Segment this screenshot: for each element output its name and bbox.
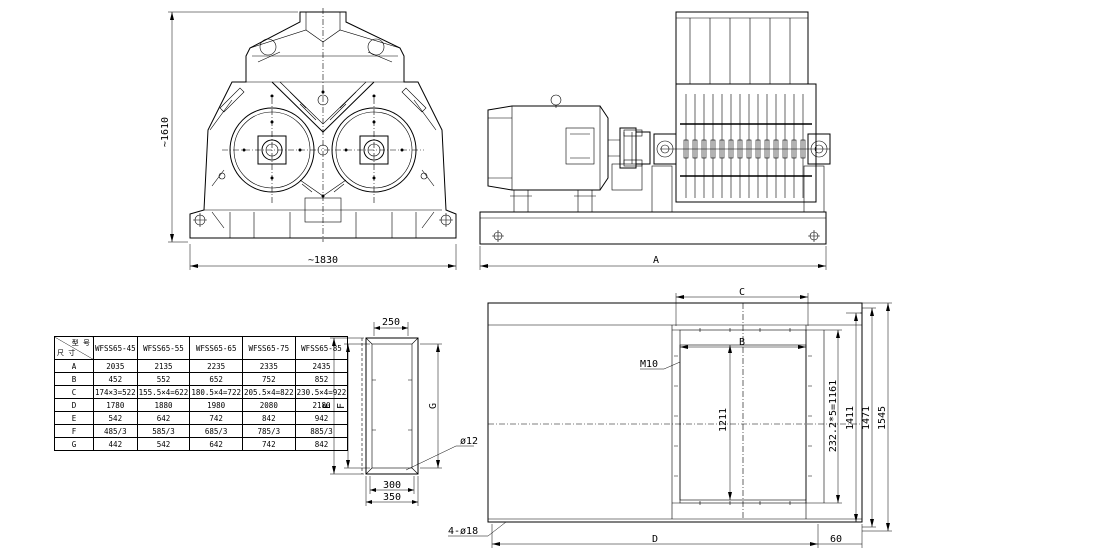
table-cell: 542 bbox=[136, 437, 191, 451]
dimension-spec-table: 型 号 尺 寸 WFSS65-45 WFSS65-55 WFSS65-65 WF… bbox=[54, 336, 349, 451]
model-header: WFSS65-65 bbox=[189, 336, 243, 360]
table-cell: 1980 bbox=[189, 398, 243, 412]
frame-top-width: 250 bbox=[382, 317, 400, 328]
row-label: A bbox=[54, 359, 94, 373]
hammer-plate bbox=[782, 139, 788, 159]
table-cell: 685/3 bbox=[189, 424, 243, 438]
length-dimension-label: A bbox=[653, 255, 659, 266]
table-cell: 452 bbox=[93, 372, 138, 386]
frame-hole-label: ø12 bbox=[460, 436, 478, 447]
model-header: WFSS65-55 bbox=[136, 336, 191, 360]
model-header: WFSS65-45 bbox=[93, 336, 138, 360]
hammer-plate bbox=[764, 139, 770, 159]
frame-outer-width: 350 bbox=[383, 492, 401, 503]
height-dimension-label: ~1610 bbox=[160, 117, 171, 147]
front-view: ~1610 ~1830 bbox=[160, 8, 457, 270]
hammer-plate bbox=[728, 139, 734, 159]
side-view: A bbox=[479, 11, 831, 270]
plan-edge-offset: 60 bbox=[830, 534, 842, 545]
hammer-plate bbox=[719, 139, 725, 159]
hammer-array bbox=[683, 94, 806, 198]
plan-pitch-label: 232.2*5=1161 bbox=[828, 380, 839, 452]
corner-size-label: 尺 寸 bbox=[57, 349, 76, 357]
table-cell: 2035 bbox=[93, 359, 138, 373]
table-cell: 642 bbox=[189, 437, 243, 451]
plan-dim-1545: 1545 bbox=[877, 406, 888, 430]
width-dimension-label: ~1830 bbox=[308, 255, 338, 266]
table-cell: 485/3 bbox=[93, 424, 138, 438]
table-cell: 552 bbox=[136, 372, 191, 386]
table-cell: 542 bbox=[93, 411, 138, 425]
table-cell: 842 bbox=[241, 411, 296, 425]
table-cell: 2235 bbox=[189, 359, 243, 373]
table-cell: 180.5×4=722 bbox=[189, 385, 243, 399]
table-cell: 585/3 bbox=[136, 424, 191, 438]
table-cell: 1780 bbox=[93, 398, 138, 412]
plan-dim-1471: 1471 bbox=[861, 406, 872, 430]
model-header: WFSS65-85 bbox=[294, 336, 349, 360]
table-cell: 642 bbox=[136, 411, 191, 425]
row-label: B bbox=[54, 372, 94, 386]
table-cell: 652 bbox=[189, 372, 243, 386]
hammer-plate bbox=[683, 139, 689, 159]
table-cell: 442 bbox=[93, 437, 138, 451]
model-header: WFSS65-75 bbox=[241, 336, 296, 360]
row-label: G bbox=[54, 437, 94, 451]
hammer-plate bbox=[746, 139, 752, 159]
table-cell: 230.5×4=922 bbox=[294, 385, 349, 399]
hammer-plate bbox=[692, 139, 698, 159]
table-cell: 155.5×4=622 bbox=[136, 385, 191, 399]
frame-dim-g: G bbox=[428, 403, 439, 409]
frame-inner-width: 300 bbox=[383, 480, 401, 491]
table-cell: 785/3 bbox=[241, 424, 296, 438]
plan-dim-b: B bbox=[739, 337, 745, 348]
table-cell: 752 bbox=[241, 372, 296, 386]
plan-dim-d: D bbox=[652, 534, 658, 545]
hammer-plate bbox=[737, 139, 743, 159]
table-cell: 2335 bbox=[241, 359, 296, 373]
table-cell: 842 bbox=[294, 437, 349, 451]
table-cell: 942 bbox=[294, 411, 349, 425]
plan-dim-1411: 1411 bbox=[845, 406, 856, 430]
plan-anchor-label: 4-ø18 bbox=[448, 526, 478, 537]
table-cell: 205.5×4=822 bbox=[241, 385, 296, 399]
hammer-plate bbox=[755, 139, 761, 159]
plan-view: C B M10 1211 232.2*5=1161 1411 1471 1545… bbox=[448, 287, 892, 548]
row-label: D bbox=[54, 398, 94, 412]
hammer-plate bbox=[791, 139, 797, 159]
row-label: E bbox=[54, 411, 94, 425]
hammer-plate bbox=[710, 139, 716, 159]
hammer-plate bbox=[773, 139, 779, 159]
row-label: F bbox=[54, 424, 94, 438]
table-cell: 885/3 bbox=[294, 424, 349, 438]
table-corner-cell: 型 号 尺 寸 bbox=[54, 336, 94, 360]
table-cell: 2435 bbox=[294, 359, 349, 373]
table-cell: 742 bbox=[241, 437, 296, 451]
table-cell: 852 bbox=[294, 372, 349, 386]
table-cell: 2180 bbox=[294, 398, 349, 412]
table-cell: 2135 bbox=[136, 359, 191, 373]
table-cell: 1880 bbox=[136, 398, 191, 412]
plan-dim-c: C bbox=[739, 287, 745, 298]
table-cell: 742 bbox=[189, 411, 243, 425]
row-label: C bbox=[54, 385, 94, 399]
hammer-plate bbox=[800, 139, 806, 159]
plan-bolt-label: M10 bbox=[640, 359, 658, 370]
table-cell: 2080 bbox=[241, 398, 296, 412]
corner-model-label: 型 号 bbox=[71, 339, 90, 347]
hammer-plate bbox=[701, 139, 707, 159]
plan-center-height: 1211 bbox=[718, 408, 729, 432]
table-header-row: 型 号 尺 寸 WFSS65-45 WFSS65-55 WFSS65-65 WF… bbox=[54, 336, 349, 360]
table-cell: 174×3=522 bbox=[93, 385, 138, 399]
